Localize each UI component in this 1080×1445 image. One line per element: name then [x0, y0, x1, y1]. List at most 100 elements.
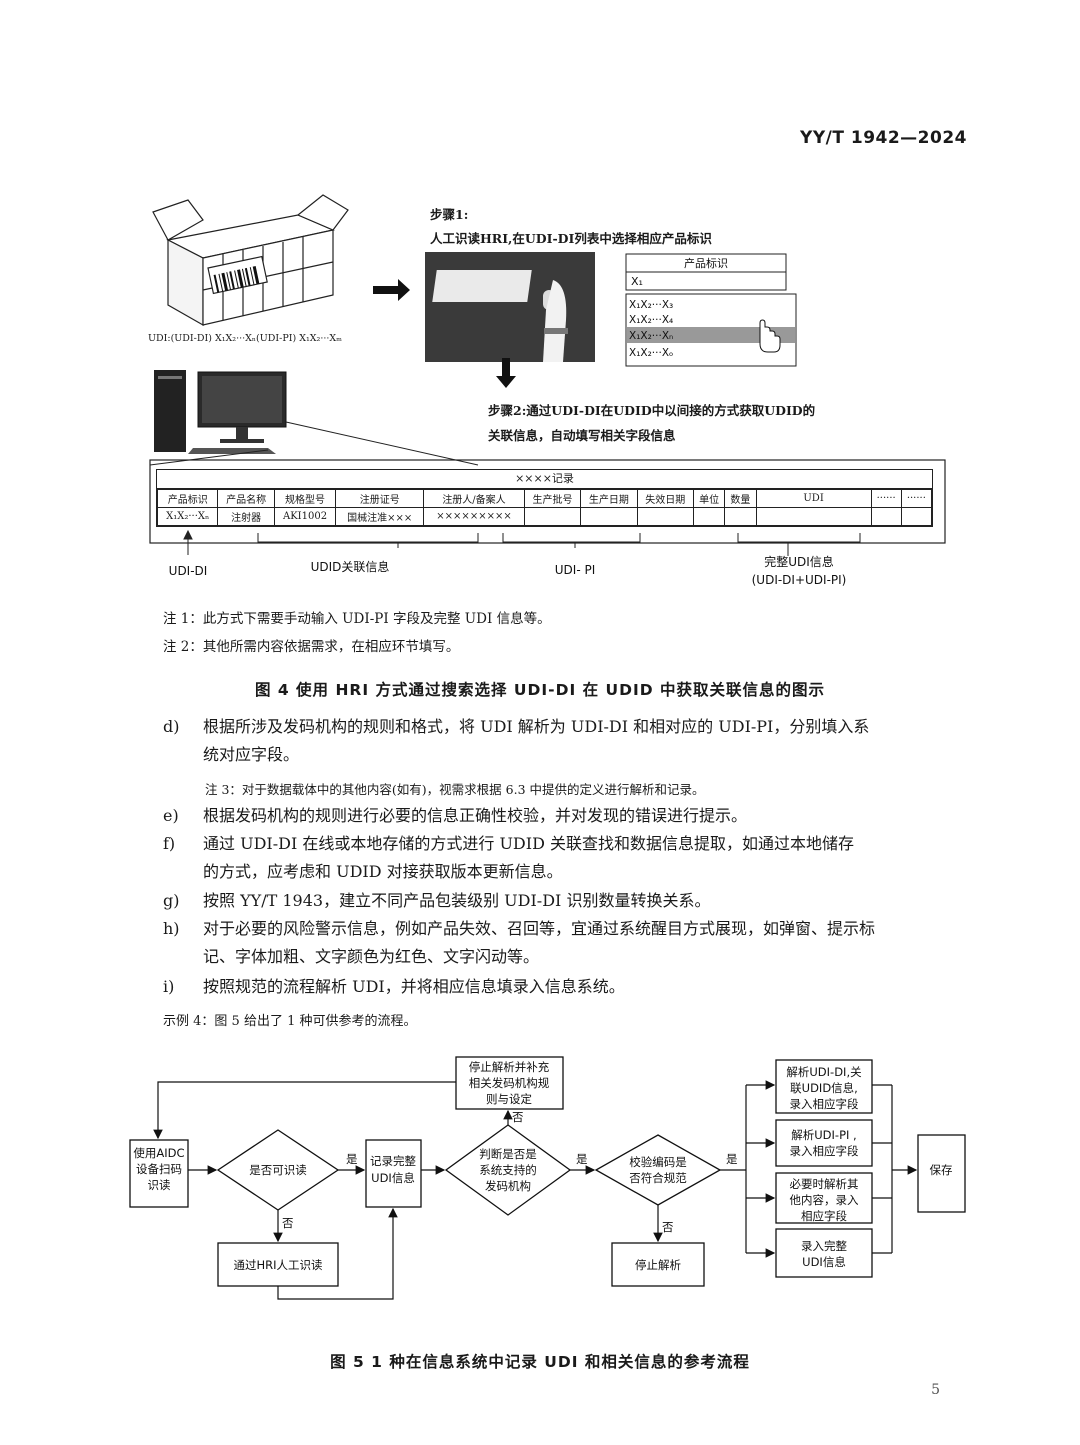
enter-line2: UDI信息 — [802, 1255, 846, 1269]
item-label: e) — [163, 802, 203, 830]
other-line1: 必要时解析其 — [790, 1177, 859, 1191]
decision-check — [596, 1135, 720, 1205]
aidc-line2: 设备扫码 — [136, 1162, 182, 1176]
item-label: g) — [163, 887, 203, 915]
record-line2: UDI信息 — [371, 1171, 415, 1185]
standard-number: YY/T 1942—2024 — [800, 128, 967, 148]
list-item-f: f)通过 UDI-DI 在线或本地存储的方式进行 UDID 关联查找和数据信息提… — [163, 830, 973, 886]
note-3: 注 3：对于数据载体中的其他内容(如有)，视需求根据 6.3 中提供的定义进行解… — [205, 779, 705, 798]
step2-line1: 步骤2:通过UDI-DI在UDID中以间接的方式获取UDID的 — [488, 400, 815, 419]
table-cell — [637, 508, 693, 526]
supported-line3: 发码机构 — [485, 1179, 531, 1193]
table-cell — [693, 508, 724, 526]
stop-supplement-line1: 停止解析并补充 — [469, 1060, 550, 1074]
aidc-line1: 使用AIDC — [133, 1146, 184, 1160]
list-item-3: X₁X₂···X₄ — [629, 314, 673, 326]
item-text-cont: 统对应字段。 — [163, 741, 973, 769]
parse-di-line3: 录入相应字段 — [790, 1097, 859, 1111]
check-line1: 校验编码是 — [629, 1155, 687, 1169]
list-item-5: X₁X₂···Xₒ — [629, 347, 673, 359]
list-item-d: d)根据所涉及发码机构的规则和格式，将 UDI 解析为 UDI-DI 和相对应的… — [163, 713, 973, 769]
aidc-line3: 识读 — [148, 1178, 171, 1192]
record-table: 产品标识 产品名称 规格型号 注册证号 注册人/备案人 生产批号 生产日期 失效… — [157, 489, 932, 526]
list-item-1: X₁ — [631, 275, 643, 288]
supported-line1: 判断是否是 — [479, 1147, 537, 1161]
no-label: 否 — [282, 1216, 294, 1230]
table-cell: AKI1002 — [274, 508, 335, 526]
table-cell — [725, 508, 756, 526]
list-item-g: g)按照 YY/T 1943，建立不同产品包装级别 UDI-DI 识别数量转换关… — [163, 887, 973, 915]
step1-title: 步骤1: — [430, 204, 468, 223]
example-4: 示例 4：图 5 给出了 1 种可供参考的流程。 — [163, 1010, 416, 1029]
table-header: ······ — [901, 490, 931, 508]
table-header: 注册证号 — [336, 490, 424, 508]
table-cell: X₁X₂···Xₙ — [158, 508, 218, 526]
figure-4: 产品标识 X₁ X₁X₂···X₃ X₁X₂···X₄ X₁X₂···Xₙ X₁… — [148, 190, 948, 600]
no-label: 否 — [512, 1110, 524, 1124]
parse-pi-line2: 录入相应字段 — [790, 1144, 859, 1158]
table-cell: ××××××××× — [424, 508, 525, 526]
item-label: f) — [163, 830, 203, 858]
figure-4-caption: 图 4 使用 HRI 方式通过搜索选择 UDI-DI 在 UDID 中获取关联信… — [0, 678, 1080, 700]
label-udid-info: UDID关联信息 — [311, 559, 390, 574]
stop-supplement-line2: 相关发码机构规 — [469, 1076, 550, 1090]
item-text: 通过 UDI-DI 在线或本地存储的方式进行 UDID 关联查找和数据信息提取，… — [203, 834, 854, 853]
list-item-4: X₁X₂···Xₙ — [629, 330, 673, 342]
label-udi-pi: UDI- PI — [555, 563, 595, 577]
note-2: 注 2：其他所需内容依据需求，在相应环节填写。 — [163, 635, 459, 655]
recognizable-text: 是否可识读 — [249, 1163, 307, 1177]
table-cell: 国械注准××× — [336, 508, 424, 526]
record-table-wrap: ××××记录 产品标识 产品名称 规格型号 注册证号 注册人/备案人 生产批号 … — [156, 469, 933, 527]
item-text: 根据所涉及发码机构的规则和格式，将 UDI 解析为 UDI-DI 和相对应的 U… — [203, 717, 869, 736]
item-label: d) — [163, 713, 203, 741]
list-header: 产品标识 — [684, 256, 728, 270]
table-cell — [901, 508, 931, 526]
table-header: 生产批号 — [524, 490, 580, 508]
parse-di-line2: 联UDID信息, — [790, 1081, 858, 1095]
table-header: 失效日期 — [637, 490, 693, 508]
item-text: 对于必要的风险警示信息，例如产品失效、召回等，宜通过系统醒目方式展现，如弹窗、提… — [203, 919, 875, 938]
yes-label: 是 — [576, 1152, 588, 1166]
figure-5-caption: 图 5 1 种在信息系统中记录 UDI 和相关信息的参考流程 — [0, 1350, 1080, 1372]
item-text: 根据发码机构的规则进行必要的信息正确性校验，并对发现的错误进行提示。 — [203, 806, 747, 825]
arrow-right-icon — [373, 279, 410, 301]
table-cell — [581, 508, 637, 526]
note-1: 注 1：此方式下需要手动输入 UDI-PI 字段及完整 UDI 信息等。 — [163, 607, 551, 627]
shipping-box-icon — [153, 195, 348, 325]
table-header: 注册人/备案人 — [424, 490, 525, 508]
list-item-i: i)按照规范的流程解析 UDI，并将相应信息填录入信息系统。 — [163, 973, 973, 1001]
table-cell: 注射器 — [218, 508, 274, 526]
figure-4-illustration: 产品标识 X₁ X₁X₂···X₃ X₁X₂···X₄ X₁X₂···Xₙ X₁… — [148, 190, 948, 600]
step2-line2: 关联信息，自动填写相关字段信息 — [488, 425, 676, 444]
table-cell — [871, 508, 901, 526]
label-full-udi: 完整UDI信息 — [764, 554, 834, 569]
stop-supplement-line3: 则与设定 — [486, 1092, 532, 1106]
computer-icon — [154, 370, 286, 454]
table-header-row: 产品标识 产品名称 规格型号 注册证号 注册人/备案人 生产批号 生产日期 失效… — [158, 490, 932, 508]
table-header: ······ — [871, 490, 901, 508]
parse-di-line1: 解析UDI-DI,关 — [786, 1065, 862, 1079]
table-header: 规格型号 — [274, 490, 335, 508]
table-row: X₁X₂···Xₙ 注射器 AKI1002 国械注准××× ××××××××× — [158, 508, 932, 526]
enter-line1: 录入完整 — [801, 1239, 847, 1253]
label-full-udi-formula: (UDI-DI+UDI-PI) — [752, 573, 847, 587]
figure-5: 使用AIDC 设备扫码 识读 是否可识读 通过HRI人工识读 记录完整 UDI信… — [128, 1055, 968, 1310]
item-text-cont: 记、字体加粗、文字颜色为红色、文字闪动等。 — [163, 943, 973, 971]
table-header: 数量 — [725, 490, 756, 508]
box-enter — [776, 1229, 872, 1277]
page-number: 5 — [931, 1382, 940, 1398]
label-udi-di: UDI-DI — [169, 564, 208, 578]
table-header: 产品标识 — [158, 490, 218, 508]
table-header: UDI — [756, 490, 871, 508]
list-item-h: h)对于必要的风险警示信息，例如产品失效、召回等，宜通过系统醒目方式展现，如弹窗… — [163, 915, 973, 971]
table-header: 产品名称 — [218, 490, 274, 508]
record-title: ××××记录 — [157, 470, 932, 489]
other-line2: 他内容，录入 — [790, 1193, 859, 1207]
keyboard-hand-photo — [425, 252, 595, 362]
step1-desc: 人工识读HRI,在UDI-DI列表中选择相应产品标识 — [430, 228, 712, 247]
item-label: h) — [163, 915, 203, 943]
item-text: 按照 YY/T 1943，建立不同产品包装级别 UDI-DI 识别数量转换关系。 — [203, 891, 710, 910]
table-header: 生产日期 — [581, 490, 637, 508]
list-item-e: e)根据发码机构的规则进行必要的信息正确性校验，并对发现的错误进行提示。 — [163, 802, 973, 830]
parse-pi-line1: 解析UDI-PI , — [791, 1128, 856, 1142]
